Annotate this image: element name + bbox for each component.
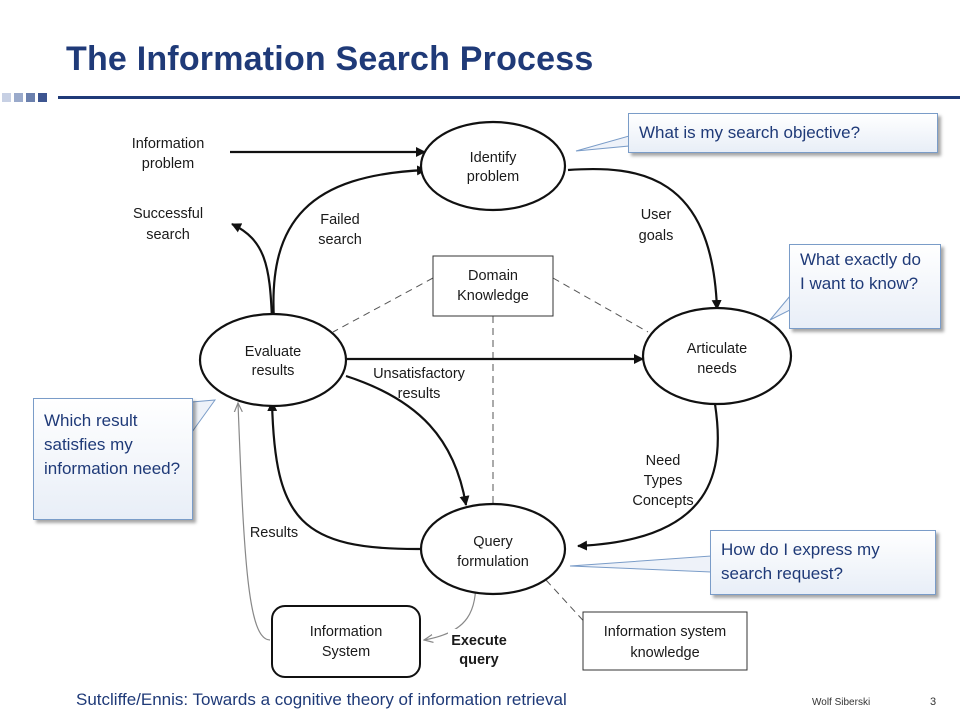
execute-query-bg [448,629,510,669]
callout-tail-satisfies [191,399,217,434]
dash-domain-evaluate [332,277,434,333]
callout-tail-want [769,294,791,321]
node-information-system-knowledge [582,611,748,671]
callout-express: How do I express my search request? [710,530,936,595]
evaluate-label-1: Evaluate [245,344,301,360]
arrow-infosys-evaluate [238,403,271,641]
execute-label-2: query [459,652,499,668]
callout-want-to-know: What exactly do I want to know? [789,244,941,329]
info-problem-label-1: Information [132,136,205,152]
articulate-label-1: Articulate [687,341,747,357]
node-domain-knowledge [432,255,554,317]
slide-title: The Information Search Process [66,40,594,78]
node-information-system [271,605,421,678]
user-goals-label-2: goals [639,228,674,244]
arrow-identify-articulate [567,167,722,310]
isk-label-2: knowledge [630,645,699,661]
info-problem-label-2: problem [142,156,194,172]
isk-label-1: Information system [604,624,727,640]
domain-label-1: Domain [468,268,518,284]
articulate-label-2: needs [697,361,737,377]
unsat-label-1: Unsatisfactory [373,366,466,382]
results-label: Results [250,525,298,541]
page-number: 3 [930,696,937,708]
unsat-label-2: results [398,386,441,402]
arrow-evaluate-query [345,374,470,506]
identify-label-1: Identify [470,150,517,166]
node-query-formulation [419,502,567,596]
execute-label-1: Execute [451,633,507,649]
infosys-label-1: Information [310,624,383,640]
node-articulate-needs [641,306,793,406]
node-identify-problem [419,120,567,212]
failed-label-1: Failed [320,212,360,228]
dash-domain-articulate [552,277,649,333]
callout-tail-objective [575,135,630,152]
title-rule-line [58,96,960,99]
identify-label-2: problem [467,169,519,185]
arrow-articulate-query [577,403,719,551]
arrow-query-evaluate [267,401,423,551]
footer-author: Wolf Siberski [812,697,871,708]
evaluate-label-2: results [252,363,295,379]
callout-satisfies: Which result satisfies my information ne… [33,398,193,520]
need-label-3: Concepts [632,493,693,509]
arrow-evaluate-success [231,223,274,321]
need-label-2: Types [644,473,683,489]
query-label-1: Query [473,534,513,550]
need-label-1: Need [646,453,681,469]
successful-label-2: search [146,227,190,243]
callout-tail-express [569,555,712,573]
callout-objective: What is my search objective? [628,113,938,153]
node-evaluate-results [198,312,348,408]
footer-reference: Sutcliffe/Ennis: Towards a cognitive the… [76,690,567,709]
query-label-2: formulation [457,554,529,570]
domain-label-2: Knowledge [457,288,529,304]
infosys-label-2: System [322,644,370,660]
user-goals-label-1: User [641,207,672,223]
successful-label-1: Successful [133,206,203,222]
arrow-evaluate-identify [272,165,427,321]
failed-label-2: search [318,232,362,248]
